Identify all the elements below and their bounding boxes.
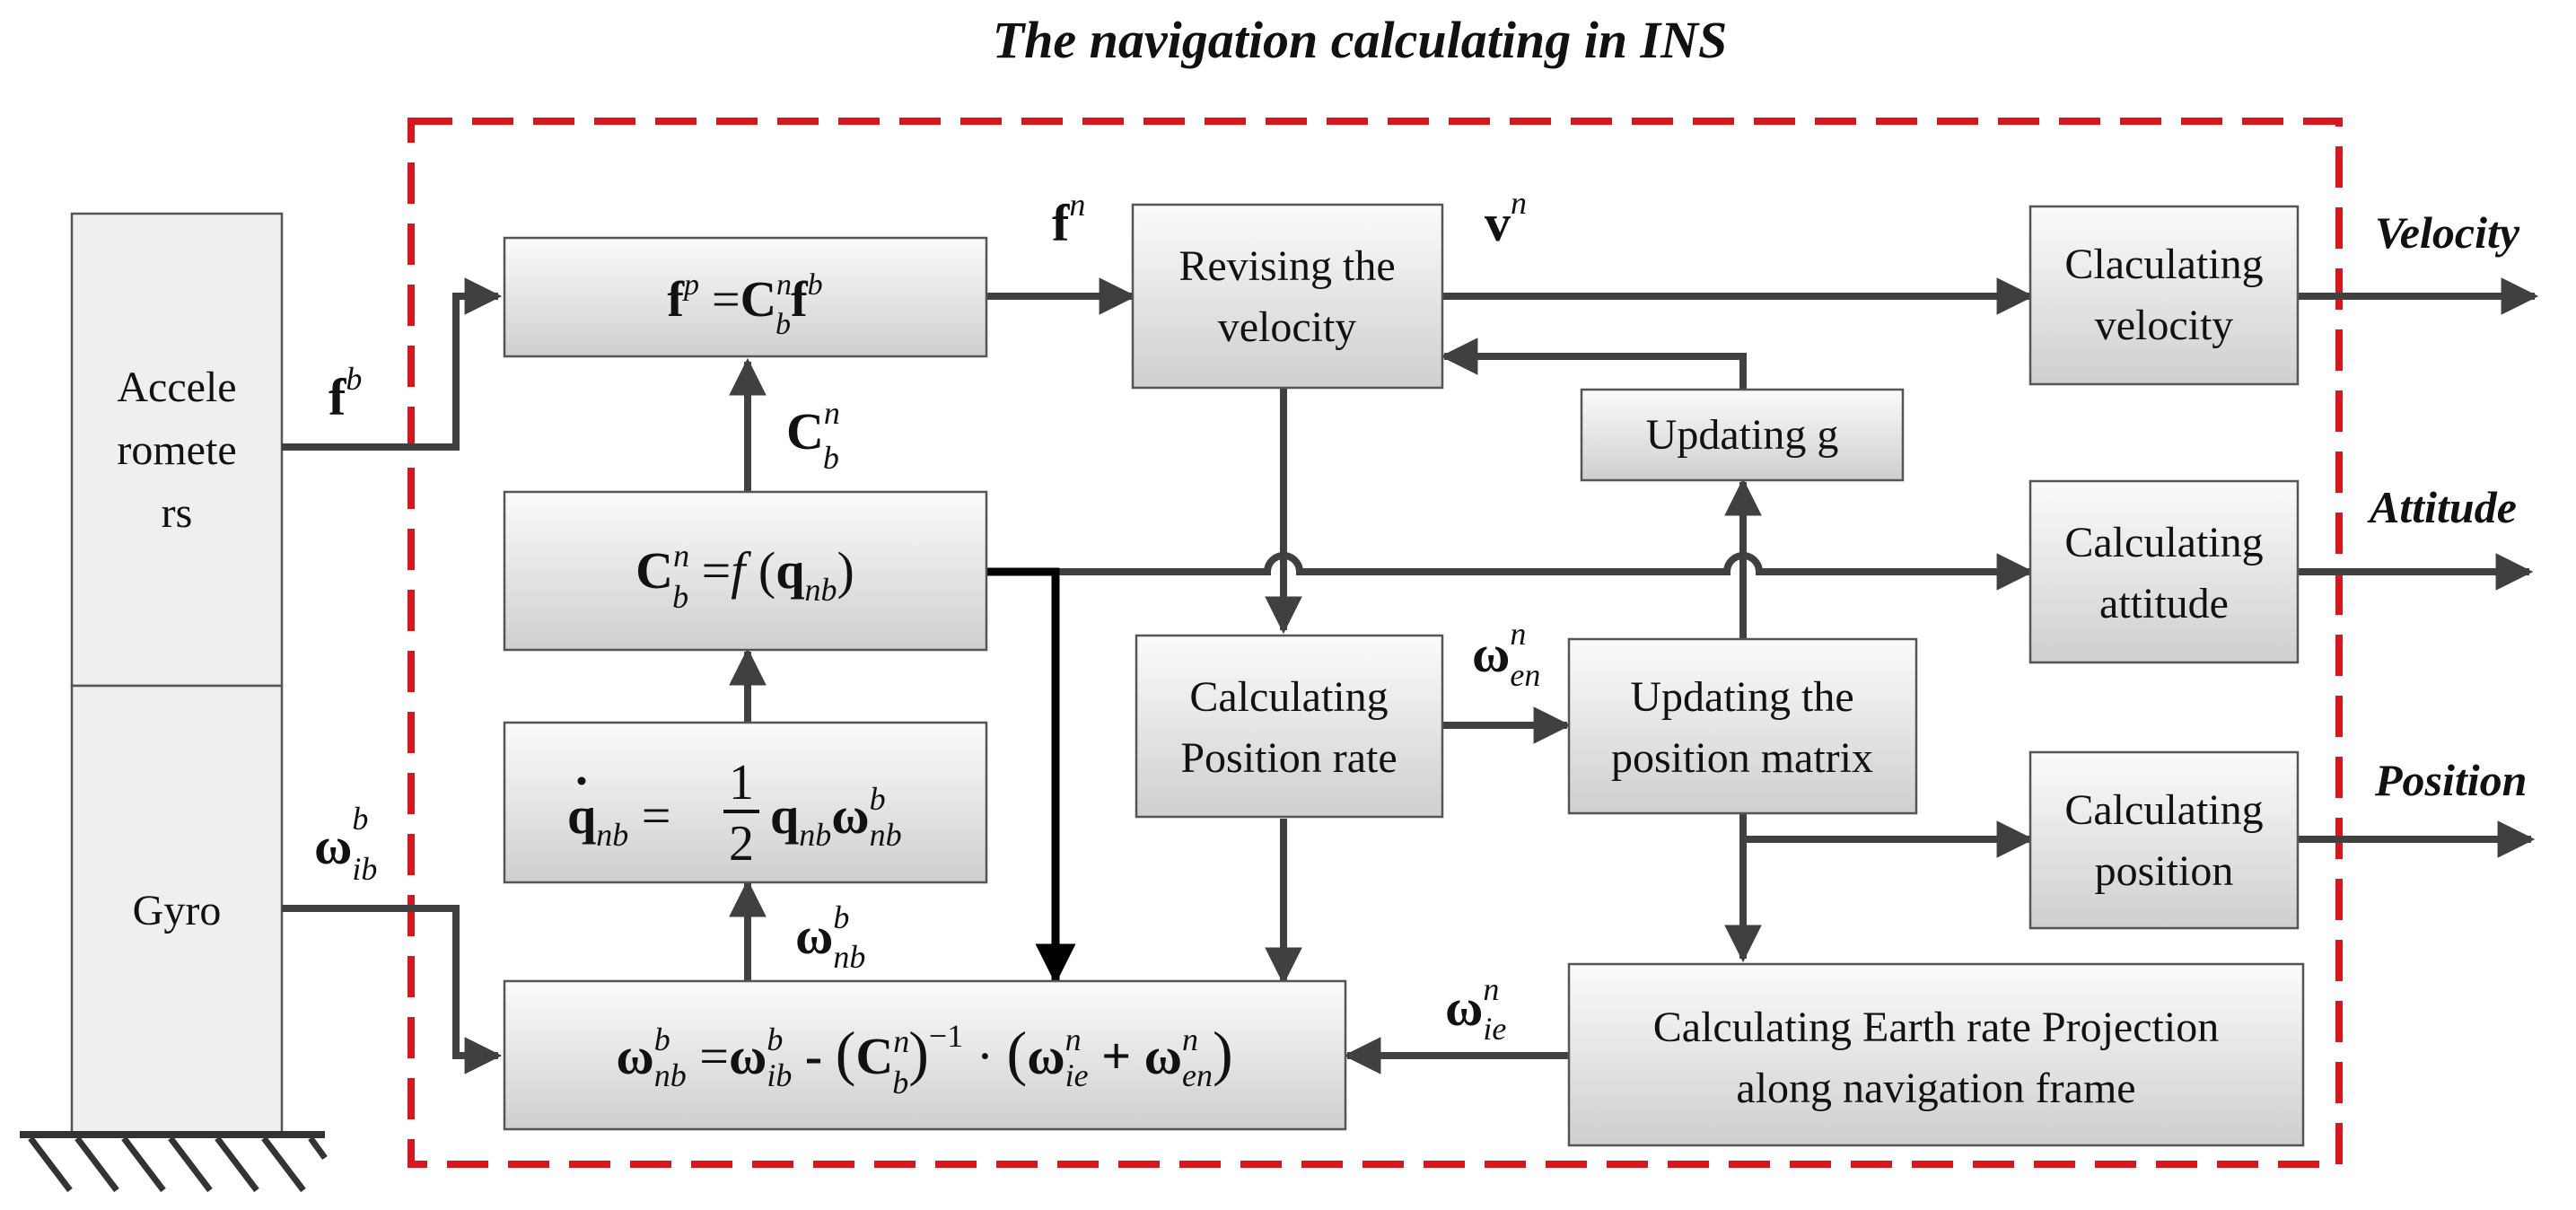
revising-velocity-line-2: velocity [1218, 303, 1357, 351]
calculating-position-line-1: Calculating [2064, 786, 2263, 834]
boxes [503, 203, 2305, 1147]
accelerometers-label-3: rs [162, 489, 193, 537]
signal-f-n: fn [1052, 187, 1085, 252]
calculating-attitude-line-2: attitude [2099, 580, 2229, 627]
connections [282, 277, 2539, 1074]
output-attitude-label: Attitude [2367, 482, 2517, 532]
arrow-g-to-velocity [1440, 338, 1747, 390]
position-matrix-line-1: Updating the [1630, 673, 1853, 721]
position-matrix-line-2: position matrix [1611, 734, 1873, 782]
box-position-rate [1135, 634, 1444, 819]
dot-icon [577, 776, 586, 785]
earth-rate-line-2: along navigation frame [1736, 1065, 2135, 1112]
position-rate-line-1: Calculating [1189, 673, 1388, 721]
revising-velocity-line-1: Revising the [1178, 242, 1395, 290]
accelerometers-block [70, 212, 284, 688]
signal-f-b: fb [329, 361, 362, 426]
sensor-column: Accele romete rs Gyro [20, 212, 328, 1193]
box-updating-g [1580, 388, 1905, 482]
gyro-block [70, 684, 284, 1136]
calculating-position-line-2: position [2095, 847, 2234, 895]
calculating-velocity-line-2: velocity [2095, 302, 2234, 349]
box-quaternion [503, 721, 988, 884]
arrow-dcm-to-omega-nb [986, 567, 1076, 985]
updating-g-label: Updating g [1646, 411, 1839, 459]
arrow-dcm-to-attitude [986, 552, 2035, 591]
arrow-accel-to-fp [282, 277, 503, 451]
eq-half-denominator: 2 [729, 816, 754, 872]
box-calculating-position [2028, 750, 2300, 930]
box-specific-force [503, 236, 988, 358]
arrow-gyro-to-omega-nb [282, 905, 503, 1074]
box-omega-nb [503, 979, 1347, 1131]
box-calculating-attitude [2028, 479, 2300, 664]
position-rate-line-2: Position rate [1180, 734, 1397, 782]
ins-boundary-frame [407, 118, 2343, 1168]
box-position-matrix [1567, 637, 1918, 815]
eq-half-numerator: 1 [729, 755, 754, 811]
box-labels: Revising the velocity Updating g Calcula… [1178, 241, 2263, 1112]
box-calculating-velocity [2028, 205, 2300, 386]
ground-hatch-icon [20, 1131, 328, 1193]
output-labels: Velocity Attitude Position [2367, 207, 2527, 805]
gyro-label: Gyro [133, 887, 222, 934]
eq-quaternion-lhs: qnb = [567, 786, 670, 853]
diagram-title: The navigation calculating in INS [993, 11, 1728, 69]
output-velocity-label: Velocity [2375, 207, 2520, 258]
box-revising-velocity [1131, 203, 1444, 390]
calculating-velocity-line-1: Claculating [2064, 241, 2263, 288]
box-earth-rate [1567, 962, 2305, 1147]
output-position-label: Position [2374, 755, 2527, 805]
signal-v-n: vn [1485, 185, 1527, 252]
accelerometers-label-2: romete [117, 426, 236, 474]
accelerometers-label-1: Accele [117, 364, 236, 411]
box-dcm [503, 490, 988, 652]
earth-rate-line-1: Calculating Earth rate Projection [1653, 1004, 2219, 1051]
calculating-attitude-line-1: Calculating [2064, 519, 2263, 566]
